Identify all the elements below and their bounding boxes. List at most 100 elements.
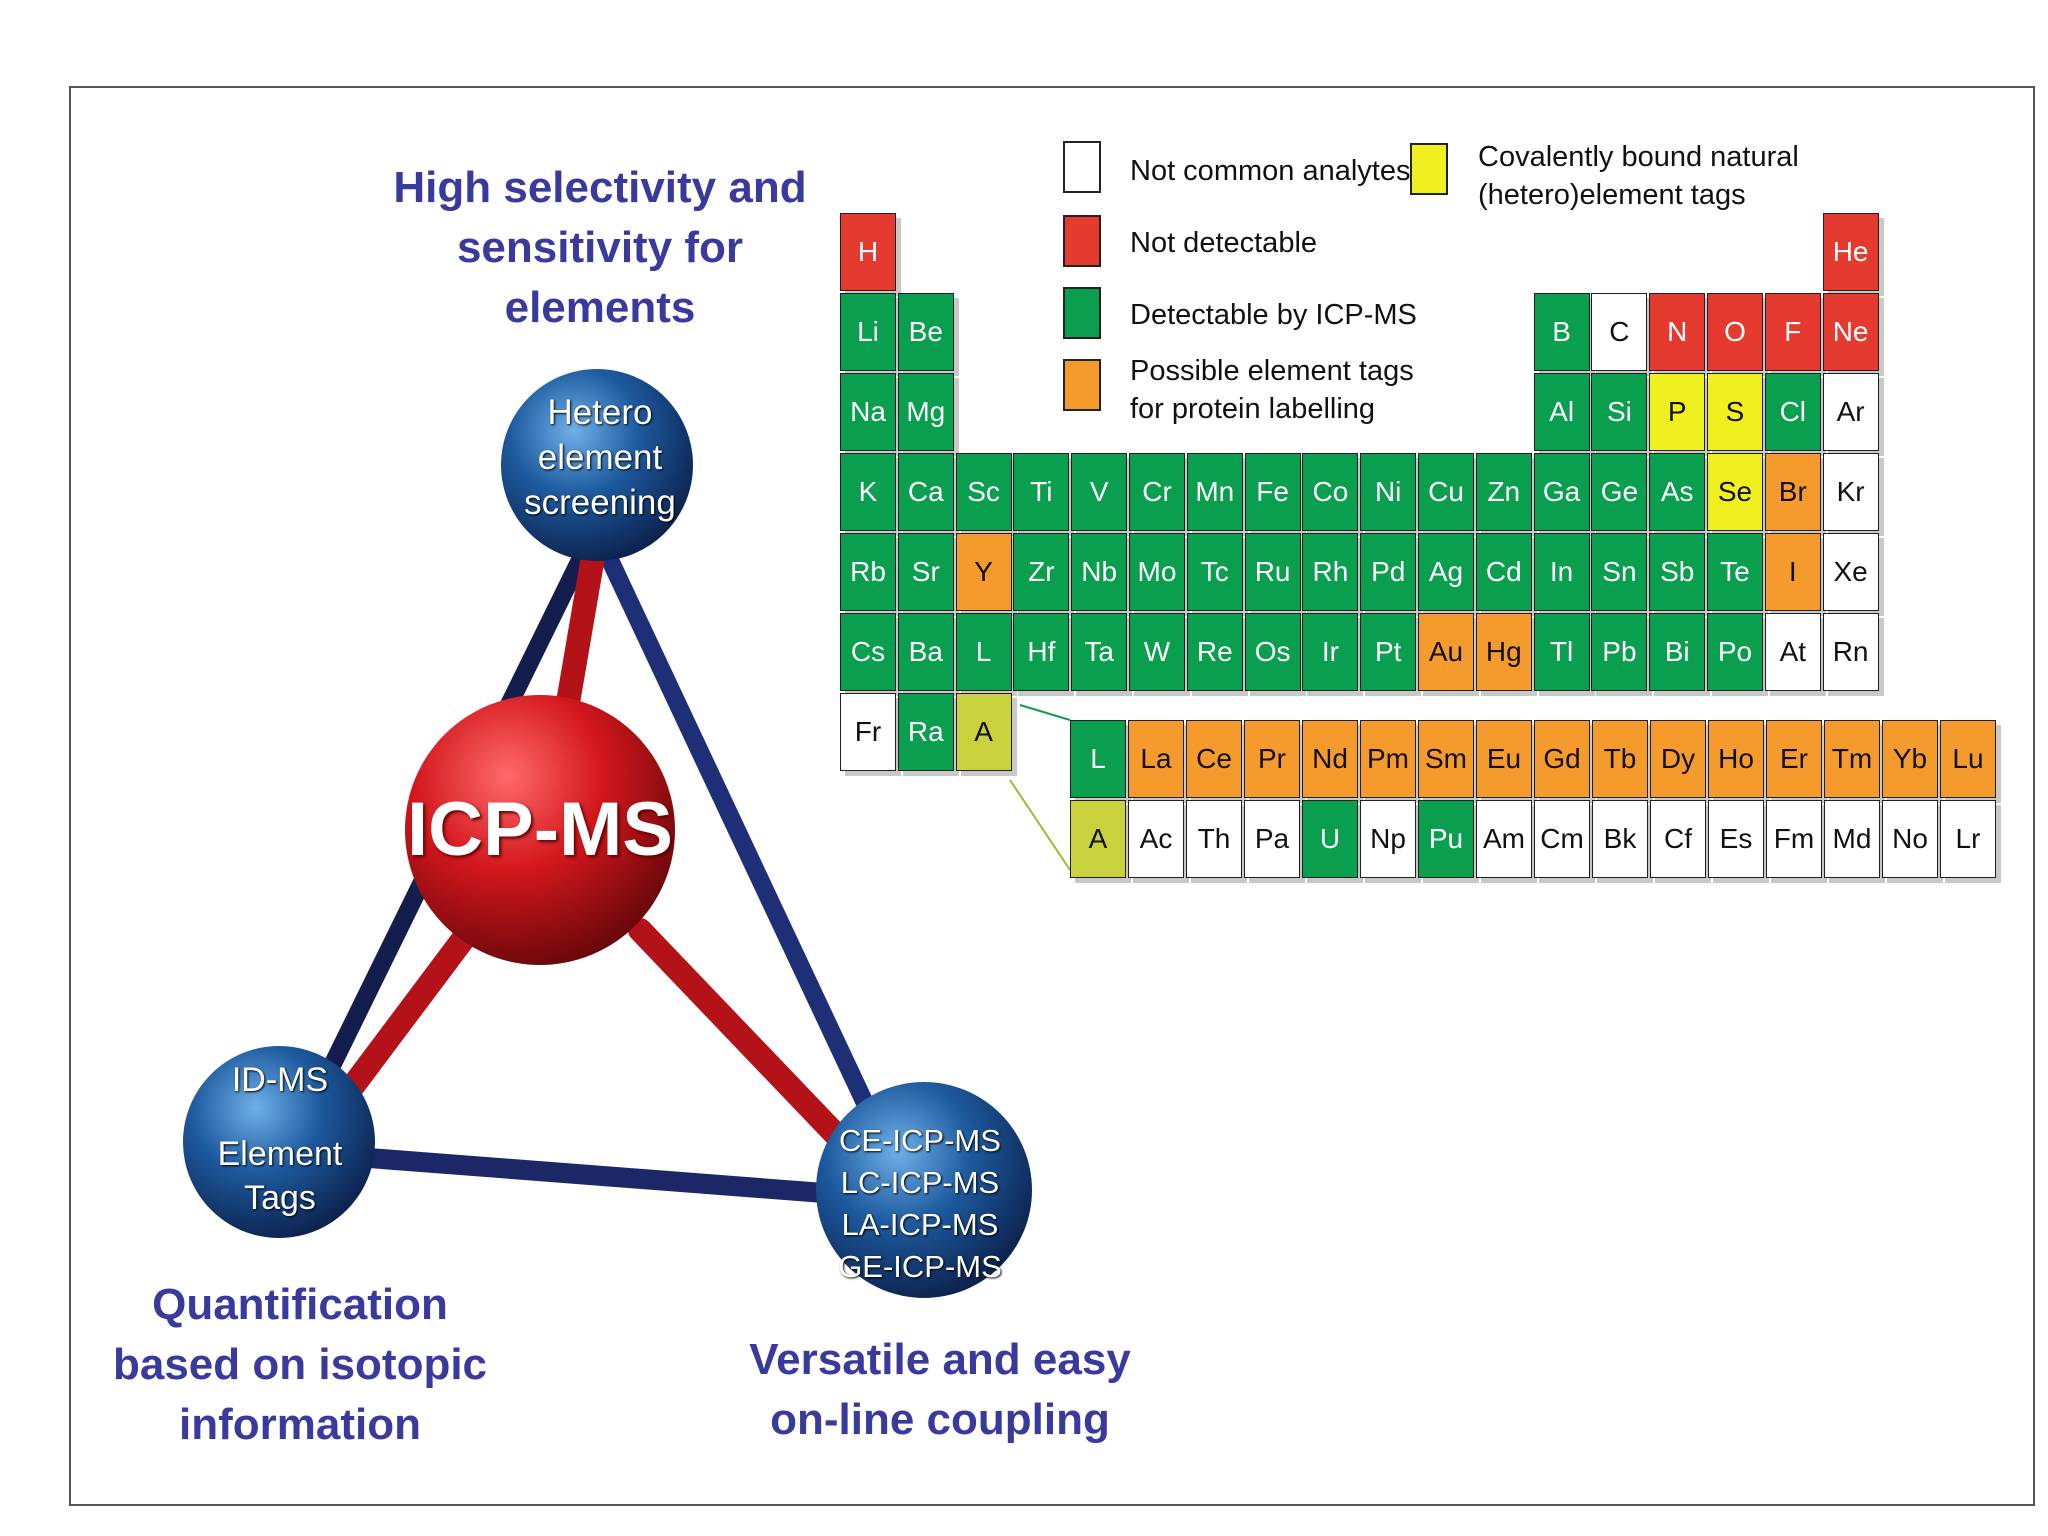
- element-cell-lr: Lr: [1940, 800, 1996, 878]
- caption-line: based on isotopic: [112, 1340, 488, 1389]
- element-cell-li: Li: [840, 293, 896, 371]
- element-cell-s: S: [1707, 373, 1763, 451]
- element-cell-ti: Ti: [1013, 453, 1070, 531]
- element-cell-tc: Tc: [1186, 533, 1243, 611]
- element-cell-am: Am: [1476, 800, 1532, 878]
- top-sphere: [501, 369, 693, 561]
- element-cell-mg: Mg: [897, 373, 954, 451]
- element-cell-sc: Sc: [955, 453, 1012, 531]
- element-cell-cd: Cd: [1475, 533, 1532, 611]
- right-sphere-label: CE-ICP-MS LC-ICP-MS LA-ICP-MS GE-ICP-MS: [820, 1120, 1020, 1288]
- legend-label: Detectable by ICP-MS: [1130, 299, 1417, 331]
- element-cell-h: H: [840, 213, 896, 291]
- sphere-label-line: ID-MS: [231, 1061, 329, 1099]
- element-cell-re: Re: [1186, 613, 1243, 691]
- element-cell-fe: Fe: [1244, 453, 1301, 531]
- sphere-label-line: Tags: [244, 1179, 316, 1217]
- element-cell-a: A: [1070, 800, 1126, 878]
- caption-line: elements: [504, 283, 696, 332]
- element-cell-he: He: [1822, 213, 1879, 291]
- legend-label: Possible element tags: [1130, 355, 1414, 387]
- element-cell-ar: Ar: [1822, 373, 1879, 451]
- left-sphere: [183, 1046, 375, 1238]
- element-cell-no: No: [1882, 800, 1938, 878]
- legend-label: for protein labelling: [1130, 393, 1376, 425]
- element-cell-pa: Pa: [1244, 800, 1300, 878]
- element-cell-f: F: [1764, 293, 1821, 371]
- element-cell-nb: Nb: [1071, 533, 1128, 611]
- edge-center-left: [323, 918, 482, 1122]
- sphere-label-line: element: [537, 438, 663, 477]
- element-cell-ac: Ac: [1128, 800, 1184, 878]
- sphere-label-line: LA-ICP-MS: [841, 1207, 999, 1242]
- element-cell-ag: Ag: [1418, 533, 1474, 611]
- caption-selectivity: High selectivity and sensitivity for ele…: [350, 158, 850, 338]
- edge-bottom: [320, 1145, 860, 1205]
- element-cell-b: B: [1533, 293, 1590, 371]
- element-cell-la: La: [1128, 720, 1184, 798]
- element-cell-pt: Pt: [1360, 613, 1417, 691]
- element-cell-cr: Cr: [1129, 453, 1185, 531]
- element-cell-co: Co: [1302, 453, 1359, 531]
- element-cell-l: L: [955, 613, 1012, 691]
- element-cell-w: W: [1129, 613, 1185, 691]
- element-cell-ni: Ni: [1360, 453, 1417, 531]
- element-cell-tm: Tm: [1824, 720, 1880, 798]
- element-cell-pb: Pb: [1591, 613, 1648, 691]
- left-sphere-label: ID-MS Element Tags: [180, 1058, 380, 1220]
- element-cell-au: Au: [1418, 613, 1474, 691]
- element-cell-mo: Mo: [1129, 533, 1185, 611]
- element-cell-k: K: [840, 453, 896, 531]
- element-cell-pm: Pm: [1360, 720, 1416, 798]
- element-cell-th: Th: [1186, 800, 1242, 878]
- element-cell-sm: Sm: [1418, 720, 1474, 798]
- element-cell-ra: Ra: [897, 693, 954, 771]
- fblock-connector-bottom: [1009, 779, 1071, 871]
- element-cell-es: Es: [1708, 800, 1764, 878]
- caption-line: sensitivity for: [456, 223, 744, 272]
- sphere-label-line: LC-ICP-MS: [840, 1165, 1000, 1200]
- element-cell-br: Br: [1764, 453, 1821, 531]
- element-cell-ba: Ba: [897, 613, 954, 691]
- edge-center-top: [553, 533, 607, 732]
- element-cell-er: Er: [1766, 720, 1822, 798]
- element-cell-y: Y: [955, 533, 1012, 611]
- legend-swatch-red: [1063, 215, 1101, 267]
- legend-swatch-orange: [1063, 359, 1101, 411]
- element-cell-hg: Hg: [1475, 613, 1532, 691]
- element-cell-yb: Yb: [1882, 720, 1938, 798]
- caption-line: High selectivity and: [393, 163, 807, 212]
- legend-label: Not common analytes: [1130, 155, 1411, 187]
- element-cell-hf: Hf: [1013, 613, 1070, 691]
- element-cell-ce: Ce: [1186, 720, 1242, 798]
- element-cell-as: As: [1649, 453, 1706, 531]
- element-cell-md: Md: [1824, 800, 1880, 878]
- element-cell-a: A: [955, 693, 1012, 771]
- element-cell-gd: Gd: [1534, 720, 1590, 798]
- element-cell-eu: Eu: [1476, 720, 1532, 798]
- legend-swatch-yellow: [1410, 143, 1448, 195]
- right-sphere: [816, 1082, 1032, 1298]
- caption-line: Versatile and easy: [749, 1335, 1131, 1384]
- legend-label: (hetero)element tags: [1478, 179, 1746, 211]
- element-cell-p: P: [1649, 373, 1706, 451]
- element-cell-fm: Fm: [1766, 800, 1822, 878]
- element-cell-ru: Ru: [1244, 533, 1301, 611]
- center-sphere: [405, 695, 675, 965]
- element-cell-i: I: [1764, 533, 1821, 611]
- element-cell-nd: Nd: [1302, 720, 1358, 798]
- element-cell-al: Al: [1533, 373, 1590, 451]
- element-cell-cf: Cf: [1650, 800, 1706, 878]
- element-cell-pr: Pr: [1244, 720, 1300, 798]
- element-cell-sn: Sn: [1591, 533, 1648, 611]
- element-cell-te: Te: [1707, 533, 1763, 611]
- element-cell-na: Na: [840, 373, 896, 451]
- element-cell-ta: Ta: [1071, 613, 1128, 691]
- sphere-label-line: screening: [524, 483, 676, 522]
- element-cell-lu: Lu: [1940, 720, 1996, 798]
- element-cell-bk: Bk: [1592, 800, 1648, 878]
- element-cell-dy: Dy: [1650, 720, 1706, 798]
- legend-label: Covalently bound natural: [1478, 141, 1799, 173]
- element-cell-ho: Ho: [1708, 720, 1764, 798]
